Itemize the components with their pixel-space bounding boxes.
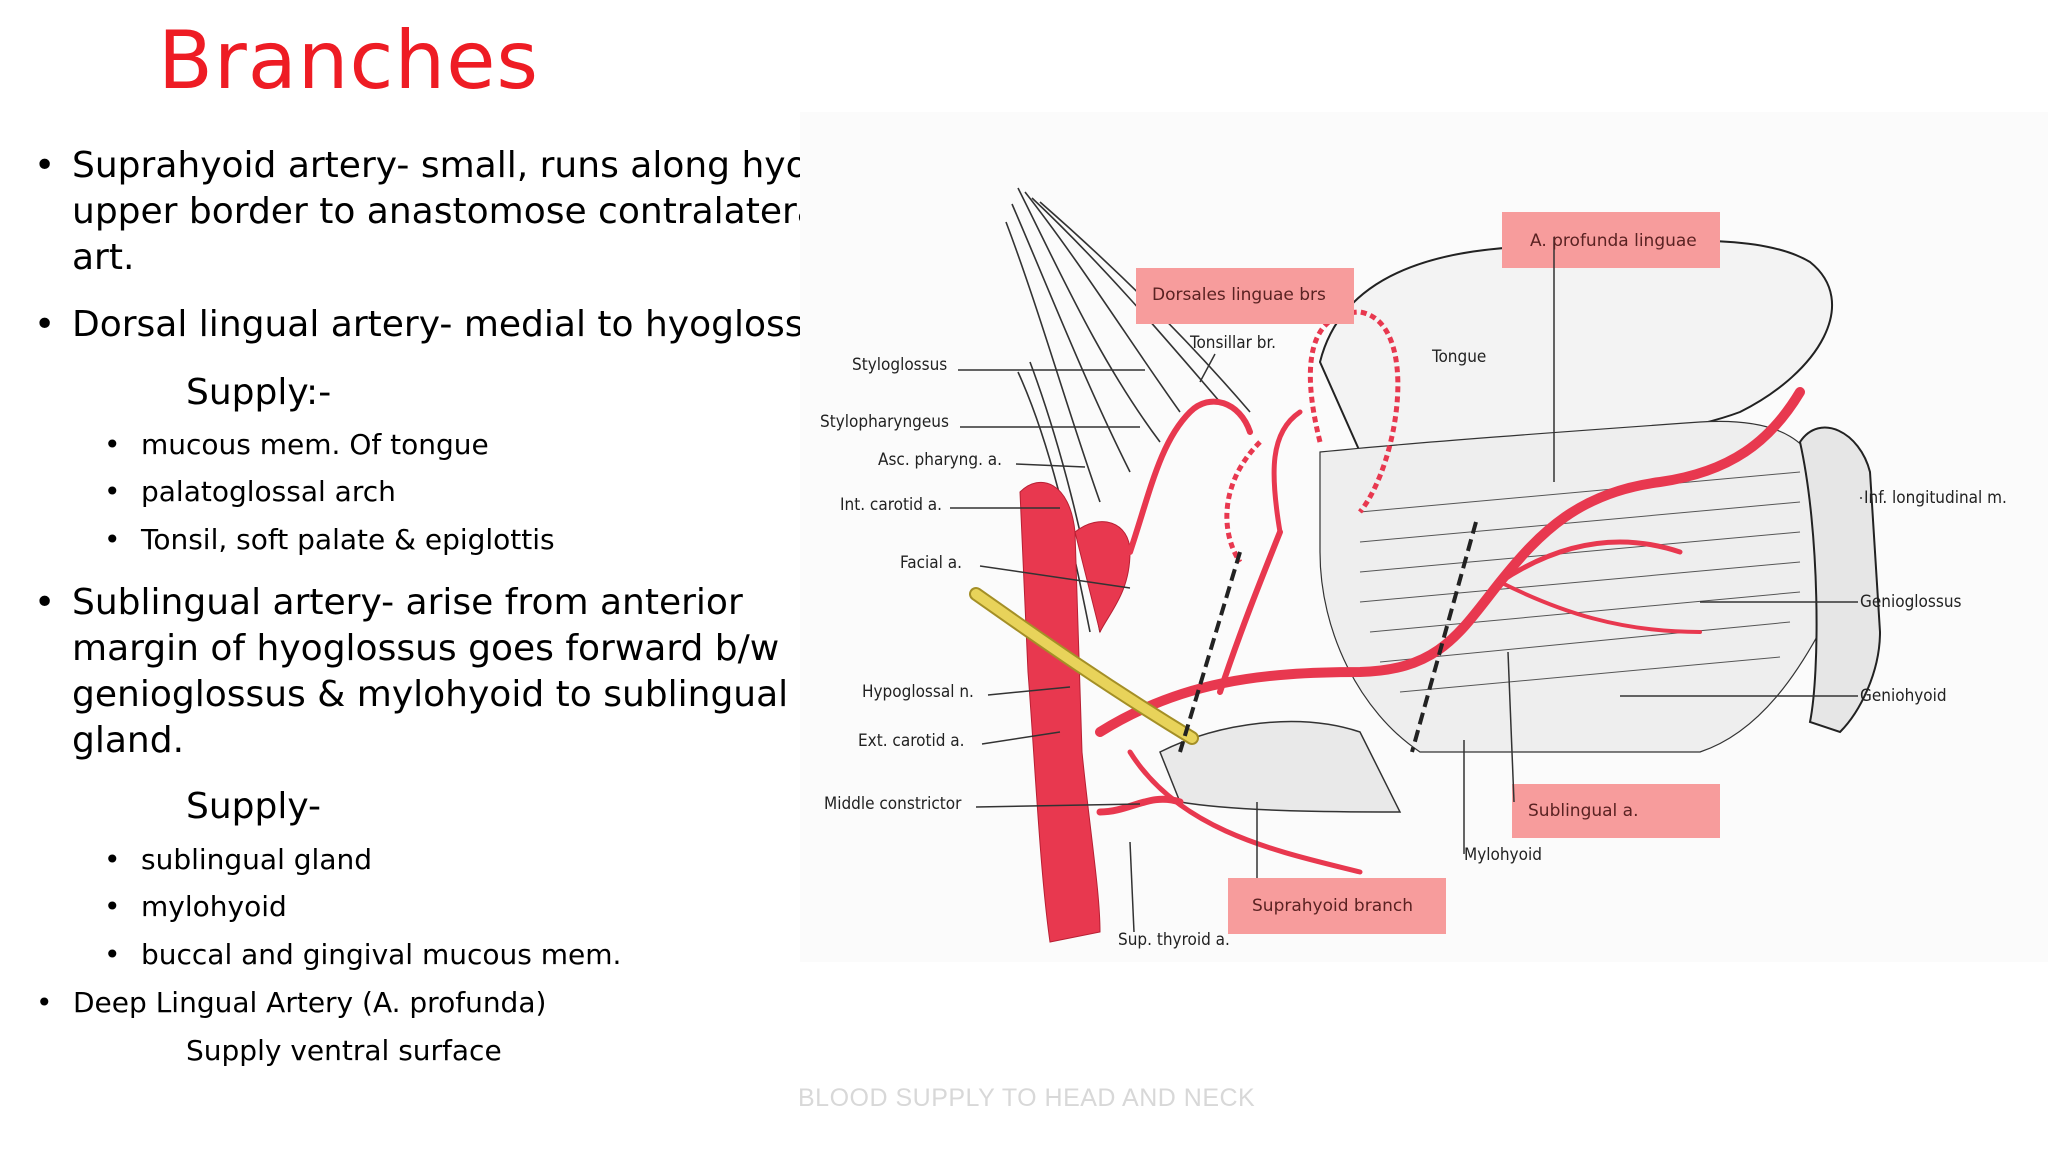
label-tonsillar-br: Tonsillar br. — [1189, 333, 1276, 353]
bullet-dot-icon: • — [34, 304, 56, 345]
bullet-suprahyoid-line-3: art. — [72, 237, 135, 278]
bullet-dot-icon: • — [34, 582, 56, 623]
bullet-deep-lingual: Deep Lingual Artery (A. profunda) — [73, 986, 547, 1019]
label-hypoglossal-n: Hypoglossal n. — [862, 682, 974, 702]
sub-bullet-dorsal-2: palatoglossal arch — [141, 475, 396, 508]
label-ext-carotid: Ext. carotid a. — [858, 731, 965, 751]
label-inf-longitudinal: Inf. longitudinal m. — [1864, 488, 2007, 508]
sub-bullet-dot-icon: • — [104, 890, 121, 923]
label-mylohyoid: Mylohyoid — [1464, 845, 1542, 865]
bullet-suprahyoid-line-1: Suprahyoid artery- small, runs along hyo… — [72, 145, 810, 186]
bullet-sublingual-line-3: genioglossus & mylohyoid to sublingual — [72, 674, 789, 715]
sub-bullet-dot-icon: • — [104, 843, 121, 876]
dorsal-lingual-dashed — [1224, 309, 1401, 564]
sub-bullet-sublingual-2: mylohyoid — [141, 890, 287, 923]
highlight-sublingual: Sublingual a. — [1507, 651, 1720, 838]
tongue-body — [1319, 420, 1831, 753]
label-a-profunda: A. profunda linguae — [1530, 231, 1697, 251]
sub-bullet-dorsal-3: Tonsil, soft palate & epiglottis — [141, 523, 555, 556]
lingual-artery — [1095, 387, 1805, 875]
sub-bullet-dot-icon: • — [104, 938, 121, 971]
sub-bullet-dot-icon: • — [104, 475, 121, 508]
bullet-sublingual-line-1: Sublingual artery- arise from anterior — [72, 582, 743, 623]
carotid-arteries — [1019, 482, 1131, 943]
bullet-dot-icon: • — [36, 986, 53, 1019]
label-sup-thyroid: Sup. thyroid a. — [1118, 930, 1230, 950]
left-leader-lines — [950, 369, 1145, 933]
slide-title: Branches — [158, 14, 540, 107]
bullet-dot-icon: • — [34, 145, 56, 186]
boundary-dashes — [1178, 521, 1478, 753]
highlight-dorsales: Dorsales linguae brs — [1136, 268, 1354, 324]
sub-bullet-sublingual-3: buccal and gingival mucous mem. — [141, 938, 622, 971]
muscle-hatching — [1359, 471, 1801, 693]
label-genioglossus: Genioglossus — [1860, 592, 1962, 612]
label-stylopharyngeus: Stylopharyngeus — [820, 412, 949, 432]
sub-bullet-dorsal-1: mucous mem. Of tongue — [141, 428, 489, 461]
bullet-sublingual-line-4: gland. — [72, 720, 185, 761]
supply-label-deep: Supply ventral surface — [186, 1034, 502, 1067]
sub-bullet-dot-icon: • — [104, 428, 121, 461]
label-tongue: Tongue — [1431, 347, 1486, 367]
label-asc-pharyng: Asc. pharyng. a. — [878, 450, 1002, 470]
hyoid-region — [1159, 720, 1402, 813]
mandible — [1798, 426, 1882, 734]
label-styloglossus: Styloglossus — [852, 355, 947, 375]
highlight-profunda: A. profunda linguae — [1502, 212, 1720, 482]
tongue-artery-diagram: Styloglossus Stylopharyngeus Asc. pharyn… — [800, 112, 2048, 962]
bullet-dorsal-lingual-line-1: Dorsal lingual artery- medial to hyoglos… — [72, 304, 810, 345]
label-int-carotid: Int. carotid a. — [840, 495, 942, 515]
bullet-suprahyoid-line-2: upper border to anastomose contralateral — [72, 191, 810, 232]
label-sublingual-a: Sublingual a. — [1528, 801, 1639, 821]
right-leader-lines — [1463, 497, 1862, 854]
label-geniohyoid: Geniohyoid — [1860, 686, 1947, 706]
footer-caption: BLOOD SUPPLY TO HEAD AND NECK — [798, 1084, 1256, 1112]
sub-bullet-dot-icon: • — [104, 523, 121, 556]
sub-bullet-sublingual-1: sublingual gland — [141, 843, 372, 876]
label-dorsales-linguae: Dorsales linguae brs — [1152, 285, 1326, 305]
label-facial-a: Facial a. — [900, 553, 962, 573]
highlight-suprahyoid: Suprahyoid branch — [1228, 802, 1446, 934]
bullet-sublingual-line-2: margin of hyoglossus goes forward b/w — [72, 628, 780, 669]
supply-label-sublingual: Supply- — [186, 786, 322, 827]
label-middle-constrictor: Middle constrictor — [824, 794, 962, 814]
supply-label-dorsal: Supply:- — [186, 372, 332, 413]
label-suprahyoid-branch: Suprahyoid branch — [1252, 896, 1413, 916]
hypoglossal-nerve — [969, 587, 1199, 745]
bullet-text-column: • Suprahyoid artery- small, runs along h… — [0, 0, 810, 1152]
diagram-svg: Styloglossus Stylopharyngeus Asc. pharyn… — [820, 187, 2007, 950]
